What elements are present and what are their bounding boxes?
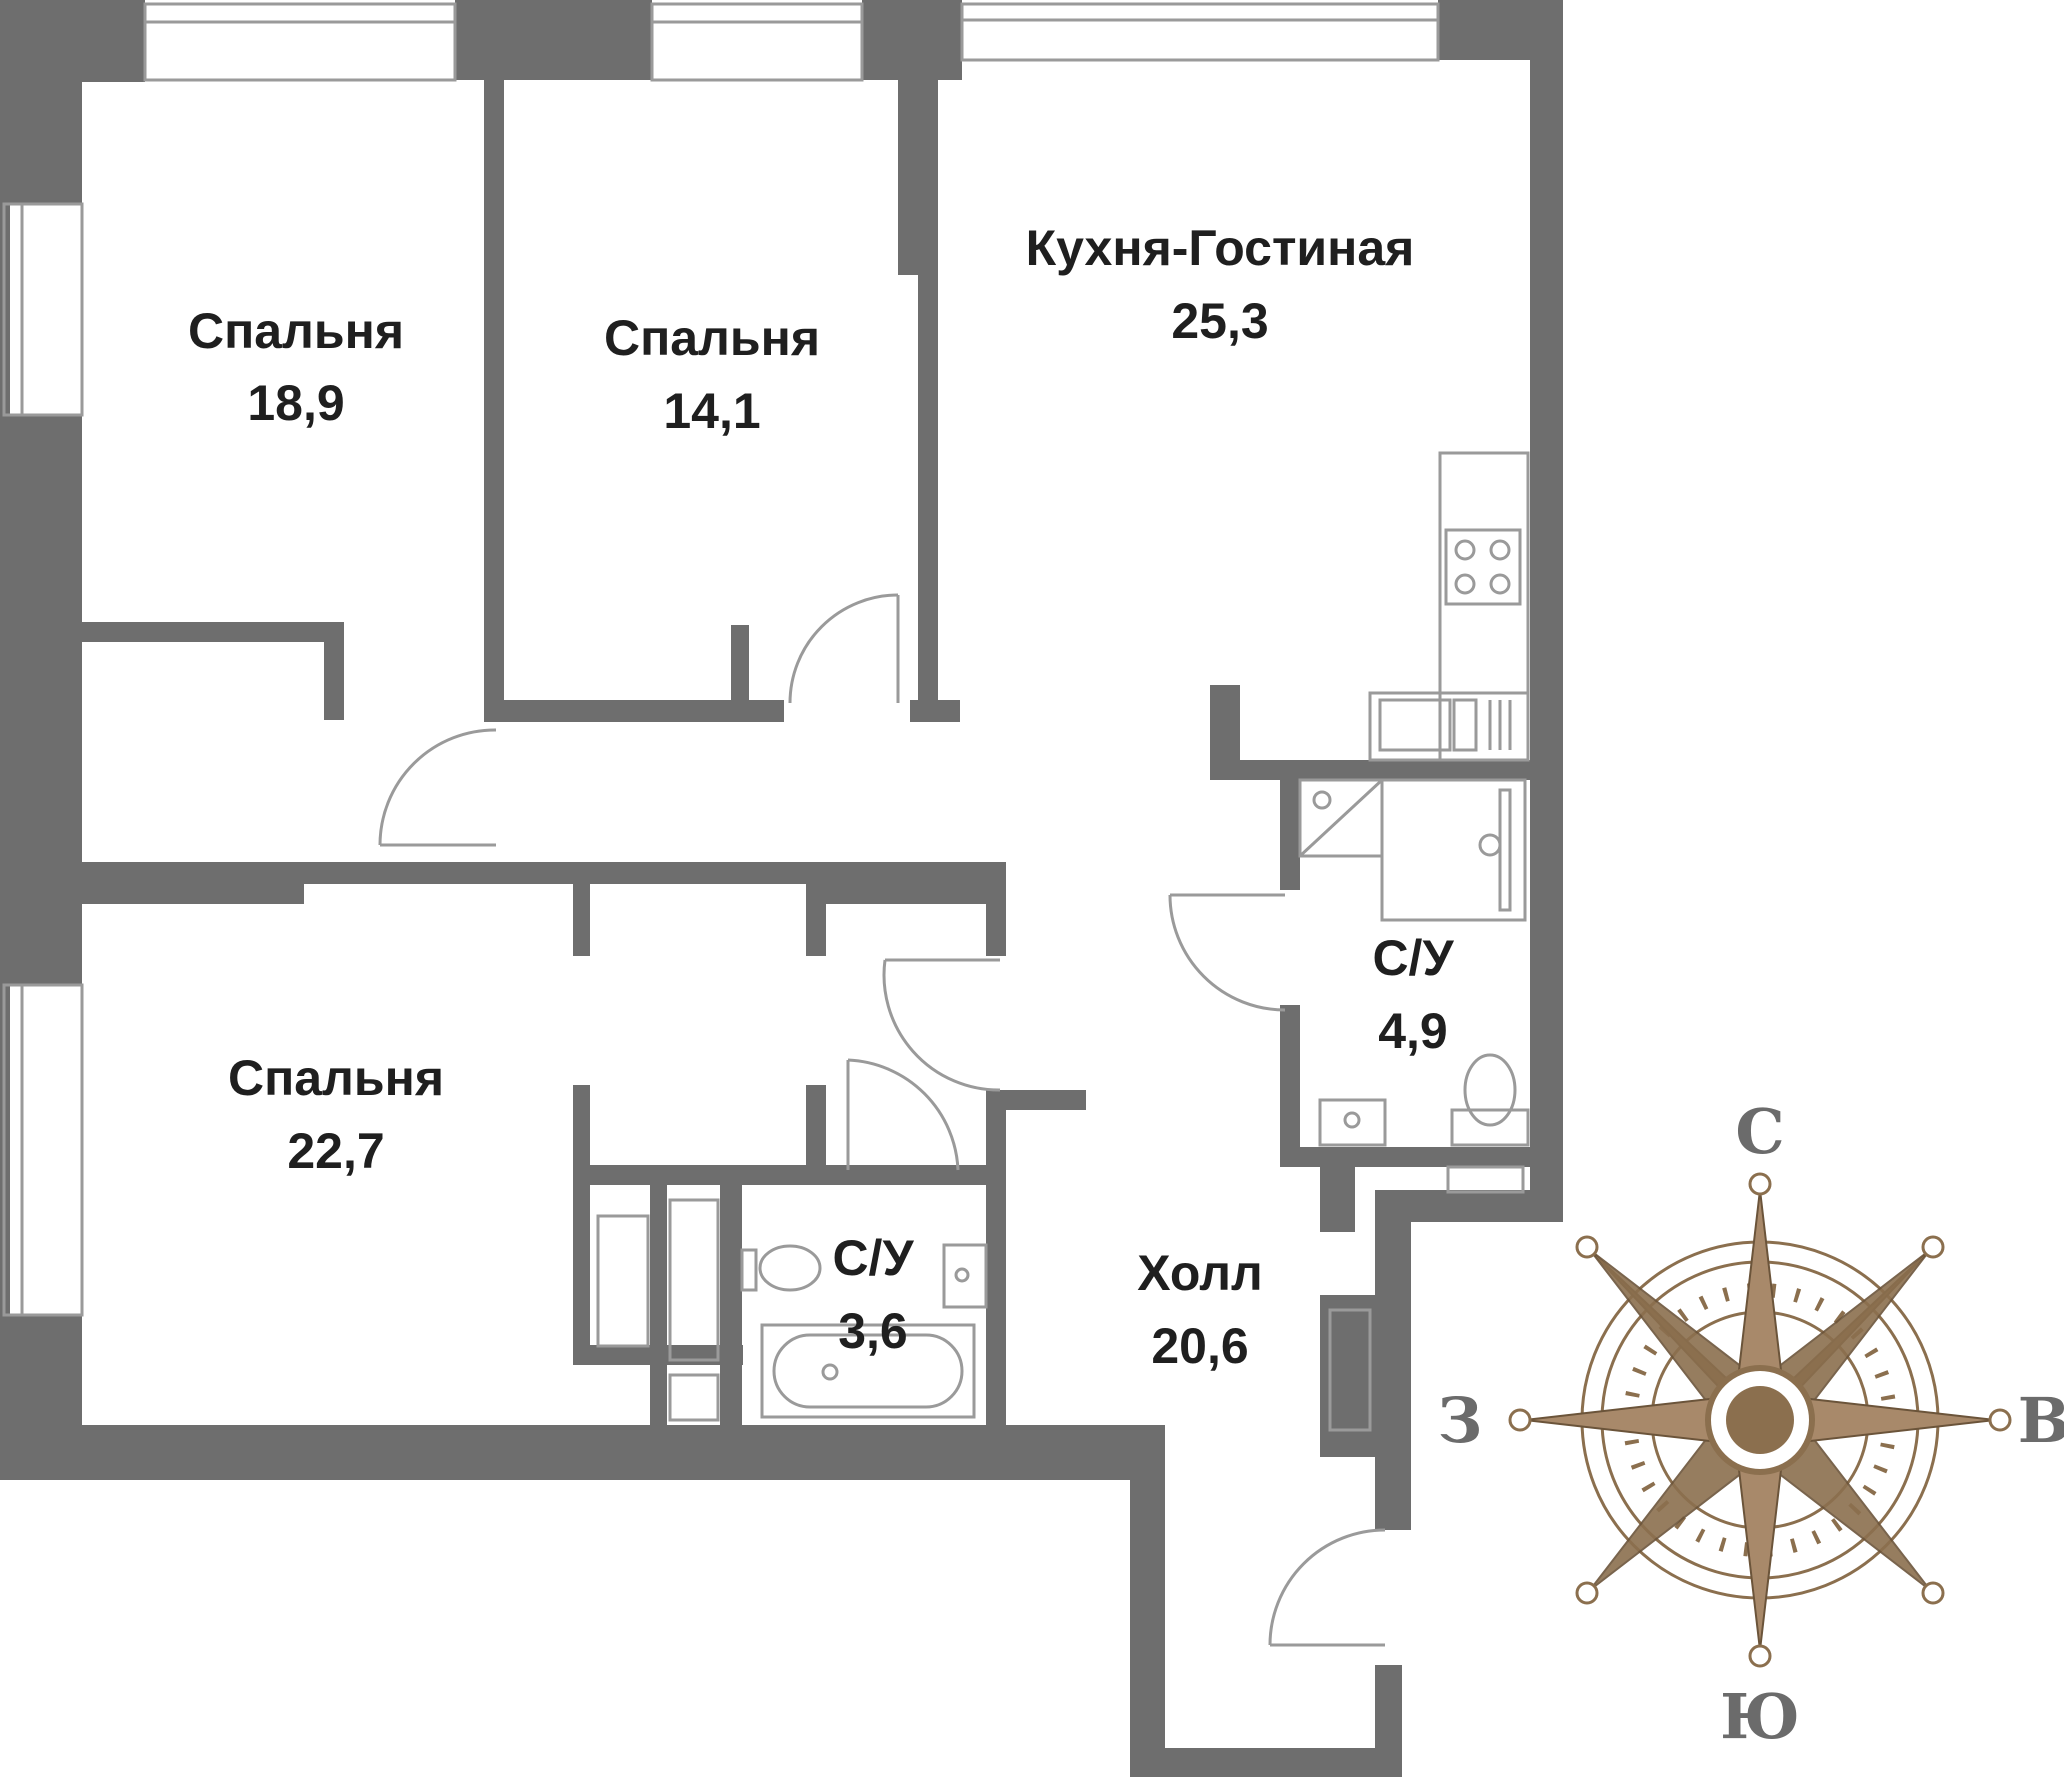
room-area-hall: 20,6 [1151,1318,1248,1374]
room-name-bath2: С/У [832,1230,914,1286]
compass-north-label: С [1735,1095,1784,1168]
compass-west-label: З [1438,1384,1483,1457]
room-area-bedroom2: 14,1 [663,383,760,439]
closets [596,1198,1372,1432]
compass-south-label: Ю [1720,1680,1800,1753]
room-name-bath1: С/У [1372,930,1454,986]
room-area-bath1: 4,9 [1378,1003,1448,1059]
bathroom2-fixtures [740,1243,988,1419]
room-name-bedroom2: Спальня [604,310,820,366]
compass-east-label: В [2018,1384,2064,1457]
room-area-kitchen: 25,3 [1171,293,1268,349]
room-area-bedroom3: 22,7 [287,1123,384,1179]
walls [0,0,1563,1777]
room-name-kitchen: Кухня-Гостиная [1026,220,1415,276]
room-name-bedroom1: Спальня [188,303,404,359]
interior-walls [82,80,1563,1457]
windows [2,2,1440,1317]
room-labels: Спальня 18,9 Спальня 14,1 Кухня-Гостиная… [188,220,1454,1374]
kitchen-fixtures [1368,451,1530,762]
room-area-bedroom1: 18,9 [247,375,344,431]
compass-rose: С Ю З В [1438,1095,2064,1753]
room-name-bedroom3: Спальня [228,1050,444,1106]
bathroom1-fixtures [1298,778,1530,1194]
doors [378,593,1386,1647]
room-name-hall: Холл [1137,1245,1263,1301]
room-area-bath2: 3,6 [838,1303,908,1359]
